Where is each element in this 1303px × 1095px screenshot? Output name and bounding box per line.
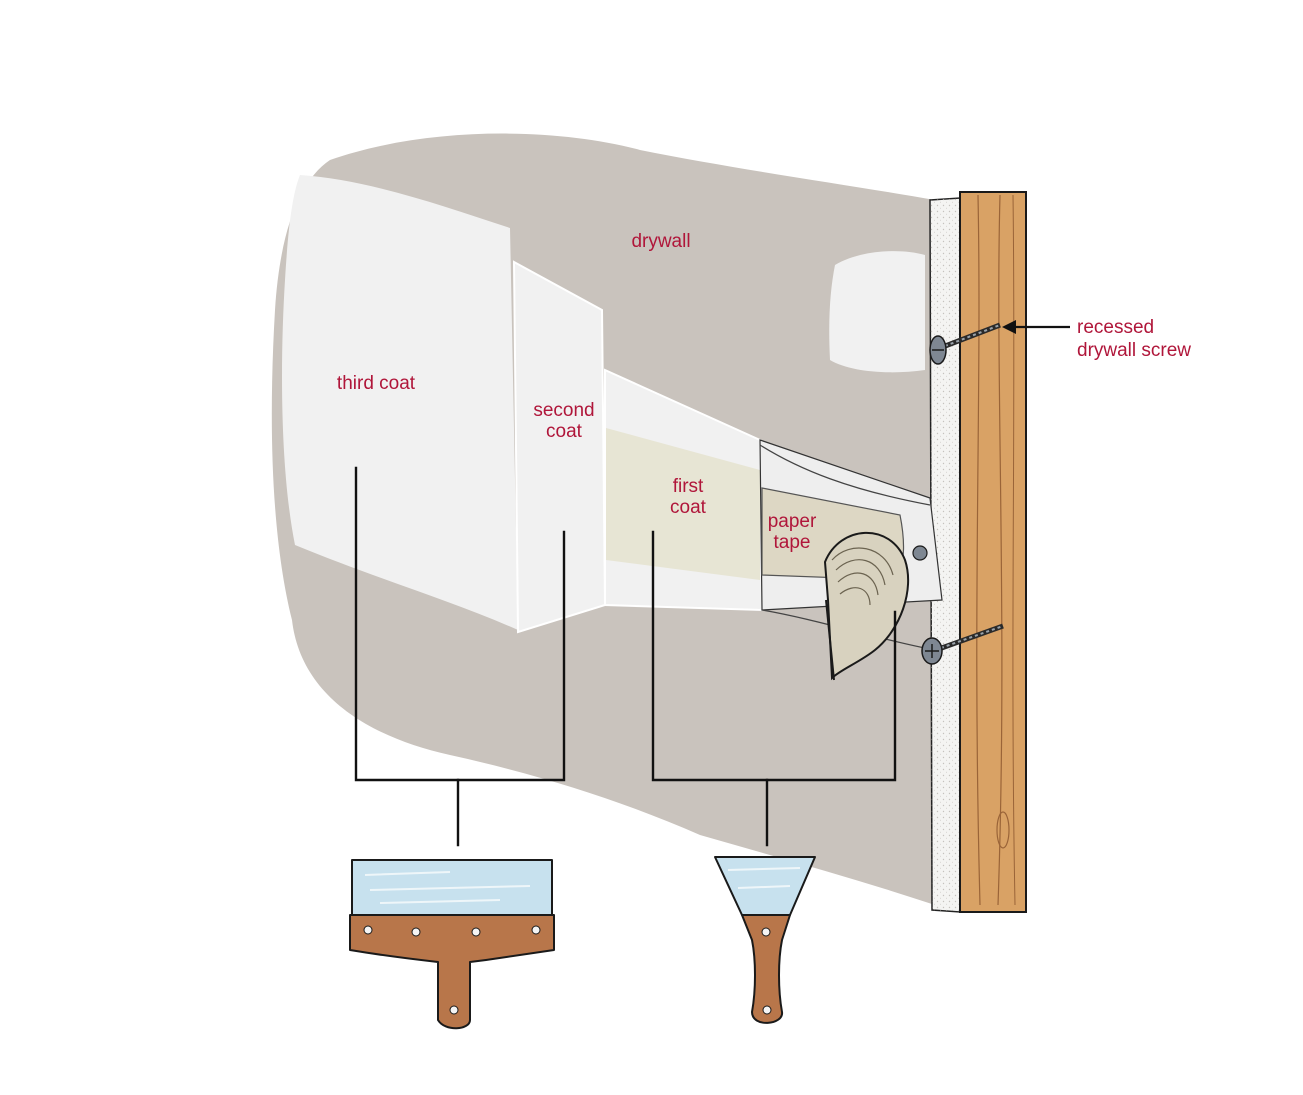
bracket-left (354, 466, 566, 847)
drywall-screw-icon (921, 623, 1004, 665)
drywall-patch (829, 251, 925, 373)
paper-tape-curl (823, 531, 910, 681)
taping-knife-ferrule (349, 914, 555, 1030)
third-coat-area (282, 175, 518, 630)
screw-arrow (1002, 320, 1070, 334)
first-coat-band (606, 428, 760, 580)
stud-face (959, 191, 1027, 913)
label-drywall: drywall (631, 231, 690, 252)
label-screw-1: recessed (1077, 317, 1154, 338)
label-second-coat-2: coat (546, 421, 583, 442)
second-coat-area (512, 260, 607, 634)
label-first-coat-1: first (673, 476, 704, 497)
drywall-screw-icon (929, 322, 1001, 365)
label-third-coat: third coat (337, 373, 416, 394)
putty-knife-icon (714, 856, 816, 1024)
label-paper-tape-2: tape (774, 532, 811, 553)
screw-head-small (912, 545, 928, 561)
bracket-right (651, 530, 897, 847)
label-first-coat-2: coat (670, 497, 707, 518)
label-second-coat-1: second (533, 400, 594, 421)
putty-knife-handle (741, 914, 791, 1024)
label-screw-2: drywall screw (1077, 340, 1191, 361)
label-paper-tape-1: paper (768, 511, 817, 532)
wood-stud (959, 191, 1027, 913)
taping-knife-icon (349, 859, 555, 1030)
